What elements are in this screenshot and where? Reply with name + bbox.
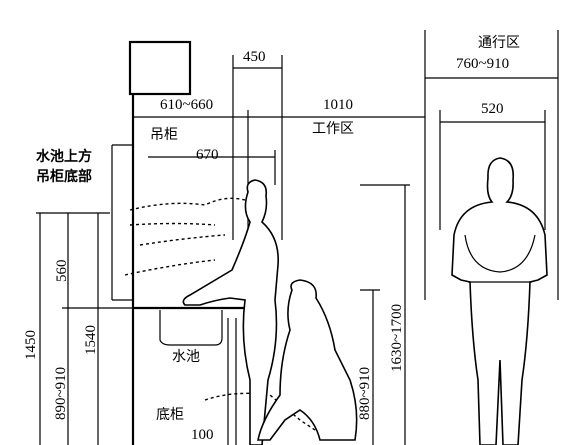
reach-arc-upper bbox=[129, 197, 246, 211]
reach-670-label: 670 bbox=[196, 147, 219, 163]
standing-person bbox=[182, 179, 279, 445]
passage-zone-label: 通行区 bbox=[478, 35, 520, 51]
work-zone-label: 工作区 bbox=[312, 121, 354, 137]
height-560-label: 560 bbox=[54, 259, 70, 283]
base-cabinet-label: 底柜 bbox=[156, 407, 184, 423]
reach-450-label: 450 bbox=[243, 49, 266, 65]
sink-label: 水池 bbox=[172, 349, 200, 365]
wall-cabinet-label: 吊柜 bbox=[150, 127, 178, 143]
work-depth-label: 1010 bbox=[323, 97, 353, 113]
height-1630-1700-label: 1630~1700 bbox=[389, 303, 405, 372]
sink-upper-label-line1: 水池上方 bbox=[36, 149, 92, 165]
height-880-910-label: 880~910 bbox=[357, 366, 373, 420]
counter-depth-label: 610~660 bbox=[160, 97, 214, 113]
reach-arc-lower bbox=[124, 259, 216, 276]
height-1450-label: 1450 bbox=[23, 330, 39, 360]
person-width-label: 520 bbox=[481, 101, 504, 117]
reach-arc-mid bbox=[129, 222, 216, 226]
passage-person-arms bbox=[464, 234, 536, 273]
squat-reach-arc bbox=[204, 392, 331, 441]
height-890-910-label: 890~910 bbox=[53, 366, 69, 420]
reach-arc-low bbox=[139, 234, 226, 246]
wall-cabinet-box bbox=[128, 40, 192, 96]
passage-width-label: 760~910 bbox=[456, 56, 510, 72]
sink-upper-label-line2: 吊柜底部 bbox=[36, 169, 92, 185]
squatting-person bbox=[257, 279, 358, 441]
toe-100-label: 100 bbox=[191, 427, 214, 443]
sink-basin bbox=[159, 310, 223, 346]
height-1540-label: 1540 bbox=[83, 325, 99, 355]
passage-person bbox=[451, 157, 548, 445]
